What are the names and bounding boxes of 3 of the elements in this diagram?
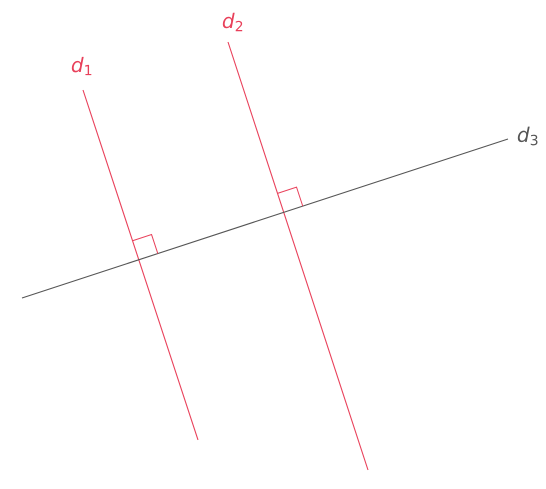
line-label: d$_{3}$ <box>518 126 538 146</box>
line-label: d$_{1}$ <box>72 56 92 76</box>
line-label: d$_{2}$ <box>222 12 242 32</box>
